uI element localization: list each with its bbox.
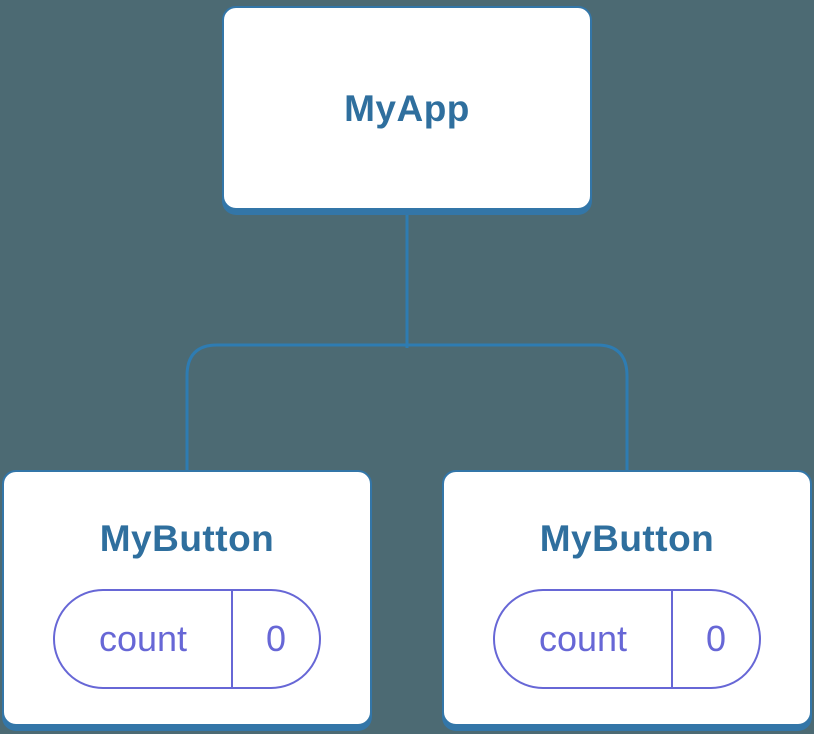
mybutton-node-left: MyButton count 0 [2,470,372,726]
state-key-label: count [98,618,188,659]
state-key-label: count [538,618,628,659]
myapp-node-title: MyApp [344,87,470,129]
state-pill-left: count 0 [53,589,321,689]
connector-branches [185,343,629,470]
mybutton-node-right: MyButton count 0 [442,470,812,726]
mybutton-left-title: MyButton [99,518,275,559]
state-value-label: 0 [265,618,287,659]
state-key-cell: count [495,591,671,687]
state-value-label: 0 [705,618,727,659]
state-value-cell: 0 [671,591,759,687]
state-pill-right: count 0 [493,589,761,689]
state-value-cell: 0 [231,591,319,687]
myapp-node: MyApp [222,6,592,210]
mybutton-right-title: MyButton [539,518,715,559]
state-key-cell: count [55,591,231,687]
